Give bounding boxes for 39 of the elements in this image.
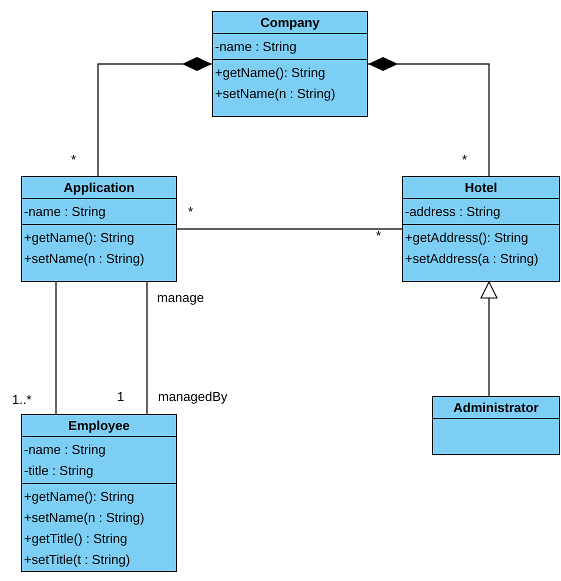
class-box bbox=[21, 414, 177, 572]
member-text: +getTitle() : String bbox=[23, 530, 128, 548]
member-text: +setName(n : String) bbox=[23, 509, 146, 527]
class-box bbox=[432, 396, 560, 455]
class-box bbox=[21, 176, 177, 282]
multiplicity-label: 1 bbox=[117, 389, 124, 405]
member-text: -address : String bbox=[404, 203, 502, 221]
member-text: +setTitle(t : String) bbox=[23, 551, 132, 569]
member-text: -name : String bbox=[214, 38, 298, 56]
association-line bbox=[177, 228, 402, 230]
member-text: -title : String bbox=[23, 462, 94, 480]
member-text: +getAddress(): String bbox=[404, 229, 530, 247]
class-box bbox=[402, 176, 560, 282]
class-name: Hotel bbox=[464, 179, 498, 197]
multiplicity-label: * bbox=[188, 204, 194, 220]
class-name: Application bbox=[62, 179, 136, 197]
role-label: managedBy bbox=[158, 389, 228, 405]
class-name: Administrator bbox=[452, 399, 540, 417]
role-label: manage bbox=[157, 290, 204, 306]
member-text: +getName(): String bbox=[214, 64, 326, 82]
multiplicity-label: * bbox=[376, 228, 382, 244]
member-text: +setName(n : String) bbox=[23, 250, 146, 268]
member-text: +getName(): String bbox=[23, 229, 136, 247]
member-text: +setAddress(a : String) bbox=[404, 250, 540, 268]
class-box bbox=[212, 11, 368, 117]
association-line bbox=[55, 282, 57, 414]
member-text: -name : String bbox=[23, 441, 107, 459]
multiplicity-label: 1..* bbox=[12, 392, 32, 408]
generalization-arrow bbox=[480, 282, 498, 396]
class-name: Company bbox=[259, 14, 321, 32]
class-name: Employee bbox=[67, 417, 131, 435]
member-text: +getName(): String bbox=[23, 488, 136, 506]
multiplicity-label: * bbox=[71, 152, 76, 168]
composition-line bbox=[368, 57, 490, 176]
association-line bbox=[146, 282, 148, 414]
composition-line bbox=[97, 57, 212, 176]
member-text: -name : String bbox=[23, 203, 107, 221]
member-text: +setName(n : String) bbox=[214, 85, 336, 103]
multiplicity-label: * bbox=[462, 152, 468, 168]
